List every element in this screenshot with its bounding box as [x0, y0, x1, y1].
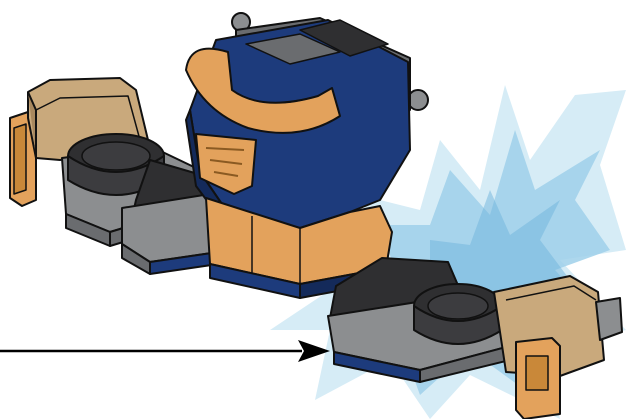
right-gray-clip [596, 298, 622, 340]
assembly-direction-arrow [0, 340, 330, 362]
